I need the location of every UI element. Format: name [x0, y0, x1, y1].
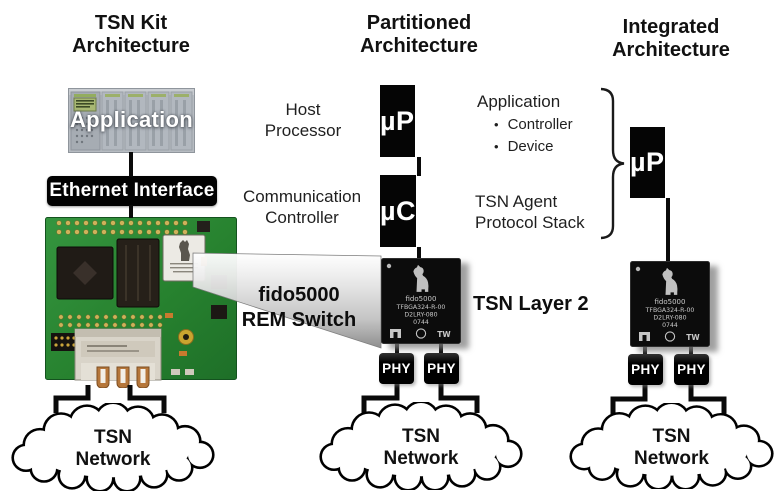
tsn-network-cloud-integrated: TSN Network — [568, 403, 775, 489]
chip-lot-code-text: D2LRY-080 — [404, 312, 437, 319]
chip-round-mark — [415, 328, 427, 339]
pin1-marker — [386, 263, 392, 269]
fido-dog-logo — [662, 267, 678, 295]
plc-image-graphic — [68, 88, 195, 153]
application-bullet-controller: • Controller — [494, 116, 573, 133]
pin1-marker — [635, 266, 641, 272]
chip-date-code-text: 0744 — [413, 319, 429, 326]
cloud-shape — [319, 402, 523, 490]
pcb-small-ic — [197, 221, 210, 232]
host-processor-label: Host Processor — [264, 100, 342, 140]
cloud-shape — [11, 403, 215, 491]
phy-box-partitioned-left: PHY — [379, 353, 414, 384]
tsn-network-label: TSN Network — [75, 427, 151, 470]
tsn-kit-board-photo — [45, 217, 237, 388]
bullet-icon: • — [494, 139, 499, 154]
application-note-title: Application — [477, 92, 561, 111]
tsn-layer2-label: TSN Layer 2 — [473, 293, 589, 315]
microprocessor-box-integrated: µP — [630, 127, 665, 198]
pcb-fido5000-chip — [162, 234, 206, 282]
bullet-icon: • — [494, 117, 499, 132]
fido-dog-logo — [413, 264, 429, 292]
tsn-agent-note: TSN Agent Protocol Stack — [475, 192, 585, 232]
ethernet-interface-label: Ethernet Interface — [49, 180, 215, 201]
chip-date-code-text: 0744 — [662, 322, 678, 329]
phy-box-integrated-right: PHY — [674, 354, 709, 385]
application-overlay-label: Application — [69, 107, 194, 132]
chip-lot-code-text: D2LRY-080 — [653, 315, 686, 322]
title-tsn-kit-architecture: TSN Kit Architecture — [72, 12, 190, 57]
title-partitioned-architecture: Partitioned Architecture — [360, 12, 478, 57]
tsn-network-cloud-partitioned: TSN Network — [318, 402, 524, 490]
communication-controller-label: Communication Controller — [242, 187, 362, 227]
tsn-network-label: TSN Network — [634, 426, 709, 469]
microcontroller-box-partitioned: µC — [380, 175, 417, 247]
chip-brand-text: fido5000 — [406, 295, 437, 303]
phy-box-partitioned-right: PHY — [424, 353, 459, 384]
pcb-rj45-prongs — [96, 366, 150, 388]
plc-photo: Application — [68, 88, 195, 153]
chip-brand-text: fido5000 — [655, 298, 686, 306]
cloud-shape — [569, 403, 774, 489]
fido5000-chip-partitioned: fido5000 TFBGA324-R-00 D2LRY-080 0744 TW — [381, 258, 461, 344]
fido5000-rem-switch-callout: fido5000 REM Switch — [241, 284, 357, 331]
ethernet-interface-bar: Ethernet Interface — [47, 176, 217, 206]
application-bullet-device: • Device — [494, 138, 554, 155]
chip-part-number-text: TFBGA324-R-00 — [396, 304, 446, 311]
chip-tw-mark: TW — [686, 333, 700, 342]
chip-bottom-marks: TW — [390, 328, 451, 339]
title-integrated-architecture: Integrated Architecture — [612, 16, 730, 61]
chip-tw-mark: TW — [437, 330, 451, 339]
microprocessor-box-partitioned: µP — [380, 85, 415, 157]
chip-bottom-marks: TW — [639, 331, 700, 342]
tsn-network-cloud-kit: TSN Network — [10, 403, 216, 491]
tsn-network-label: TSN Network — [383, 426, 459, 469]
chip-round-mark — [664, 331, 676, 342]
application-note: Application • Controller • Device — [477, 92, 607, 156]
chip-part-number-text: TFBGA324-R-00 — [645, 307, 695, 314]
phy-box-integrated-left: PHY — [628, 354, 663, 385]
fido5000-chip-integrated: fido5000 TFBGA324-R-00 D2LRY-080 0744 TW — [630, 261, 710, 347]
